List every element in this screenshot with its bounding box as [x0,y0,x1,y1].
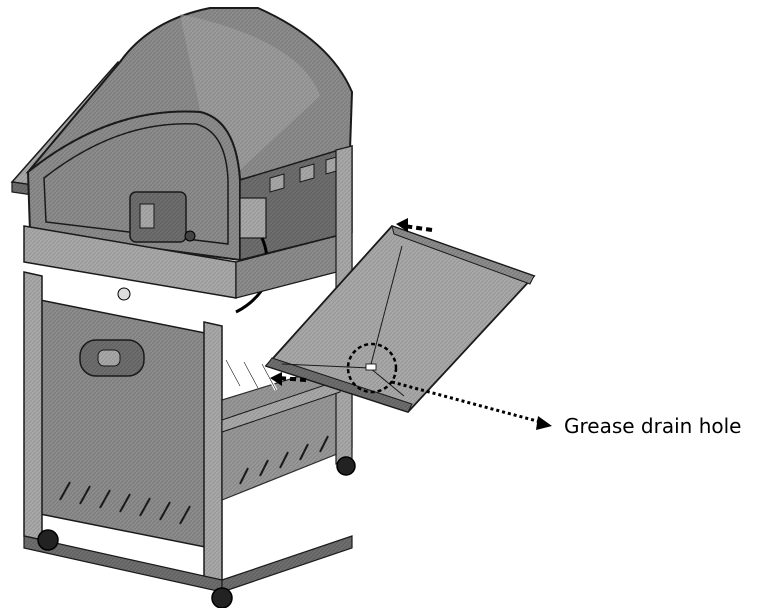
cart-frame [23,145,353,593]
heat-shield-slats [224,359,278,391]
insert-direction-arrow-lower [270,372,307,386]
callout-leader-line [391,380,549,426]
insert-direction-arrow-upper [396,218,433,232]
callout-arrow-icon [536,416,552,430]
drain-hole-highlight-circle [346,342,398,394]
casters [37,456,356,608]
grease-tray [264,224,536,414]
grill-lid [25,7,354,262]
callout-label: Grease drain hole [564,414,742,438]
